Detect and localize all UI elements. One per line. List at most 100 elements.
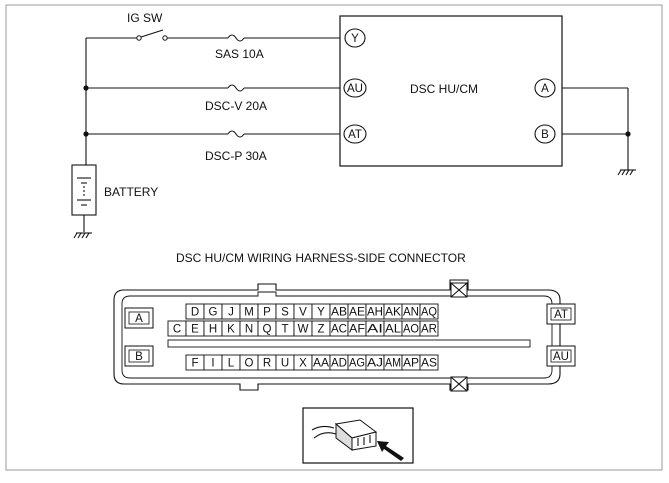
connector-pin: L [221,354,241,371]
connector-pin: P [257,303,277,320]
connector-pin: AE [347,303,367,320]
connector-pin: S [275,303,295,320]
connector-pin: Z [311,320,331,337]
connector-pin-label: AC [331,324,347,336]
svg-text:Y: Y [351,33,359,45]
connector-pin: R [257,354,277,371]
connector-pin-label: AG [349,358,365,370]
connector-pin: AM [383,354,403,371]
separator-bar [167,339,531,348]
connector-pin-label: J [228,307,234,319]
connector-pin-label: H [209,324,217,336]
connector-pin-label: AJ [367,358,383,370]
terminal-a: A [534,78,556,98]
connector-pin: AN [401,303,421,320]
connector-pin: F [185,354,205,371]
switch-contact-icon [136,35,142,41]
connector-pin: AA [311,354,331,371]
connector-pin-label: Y [317,307,325,319]
connector-pin: X [293,354,313,371]
connector-pin-label: I [211,358,214,370]
junction-dot [625,131,631,137]
connector-pin: J [221,303,241,320]
connector-pin: AQ [419,303,439,320]
fuse-icon [227,34,245,42]
connector-pin-label: M [244,307,254,319]
connector-pin-label: AI [367,324,383,336]
dsc-module-box [339,15,563,167]
svg-text:AU: AU [553,351,569,363]
connector-pin-label: T [281,324,288,336]
connector-pin-label: AR [421,324,437,336]
connector-pin: AS [419,354,439,371]
connector-pin-label: P [263,307,271,319]
connector-plug-with-arrow-icon [302,407,414,464]
svg-text:B: B [135,351,143,363]
ground-icon [73,232,92,239]
connector-pin-label: AK [385,307,401,319]
connector-pin-label: R [263,358,271,370]
connector-pin: AP [401,354,421,371]
connector-pin: U [275,354,295,371]
fuse-label: DSC-V 20A [205,99,267,113]
connector-pin: G [203,303,223,320]
ig-switch-label: IG SW [127,11,163,25]
connector-pin: AK [383,303,403,320]
side-terminal-a: A [124,307,154,329]
lock-marker-bottom [450,376,468,392]
svg-text:AT: AT [348,129,362,141]
connector-pin: Q [257,320,277,337]
connector-pin: AI [365,320,385,337]
connector-pin: K [221,320,241,337]
connector-pin: D [185,303,205,320]
connector-pin-label: AS [421,358,437,370]
fuse-label: SAS 10A [215,47,264,61]
connector-pin: AJ [365,354,385,371]
connector-pin-label: L [228,358,235,370]
connector-pin-label: Q [263,324,272,336]
connector-pin-label: AH [367,307,383,319]
fuse-icon [227,84,245,92]
connector-pin: W [293,320,313,337]
connector-pin: N [239,320,259,337]
side-terminal-at: AT [546,303,576,325]
connector-pin-label: C [173,324,181,336]
connector-pin: AD [329,354,349,371]
connector-pin-label: U [281,358,289,370]
connector-pin: M [239,303,259,320]
svg-text:AT: AT [554,309,568,321]
connector-pin-label: AN [403,307,419,319]
connector-pin-label: W [298,324,309,336]
connector-pin-label: V [299,307,307,319]
connector-pin: AH [365,303,385,320]
connector-pin: O [239,354,259,371]
connector-pin-label: AM [385,358,401,370]
svg-text:A: A [541,83,549,95]
connector-pin-label: AD [331,358,347,370]
connector-pin-label: K [227,324,235,336]
connector-pin: AR [419,320,439,337]
connector-pin: AG [347,354,367,371]
power-schematic: IG SW SAS 10A DSC-V 20A DSC-P 30A BATTER… [71,11,636,239]
connector-pin: V [293,303,313,320]
connector-pin-label: AA [313,358,329,370]
connector-pin: AB [329,303,349,320]
module-label: DSC HU/CM [410,82,478,96]
connector-pin: C [167,320,187,337]
terminal-y: Y [344,28,366,48]
connector-pin-label: AF [349,324,365,336]
connector-pin-label: O [245,358,254,370]
ground-icon [617,169,636,176]
connector-pin: T [275,320,295,337]
side-terminal-au: AU [546,345,576,367]
battery-label: BATTERY [104,185,158,199]
connector-pin-label: AO [403,324,419,336]
connector-title: DSC HU/CM WIRING HARNESS-SIDE CONNECTOR [176,251,466,265]
connector-pin-label: D [191,307,199,319]
svg-text:B: B [541,129,549,141]
